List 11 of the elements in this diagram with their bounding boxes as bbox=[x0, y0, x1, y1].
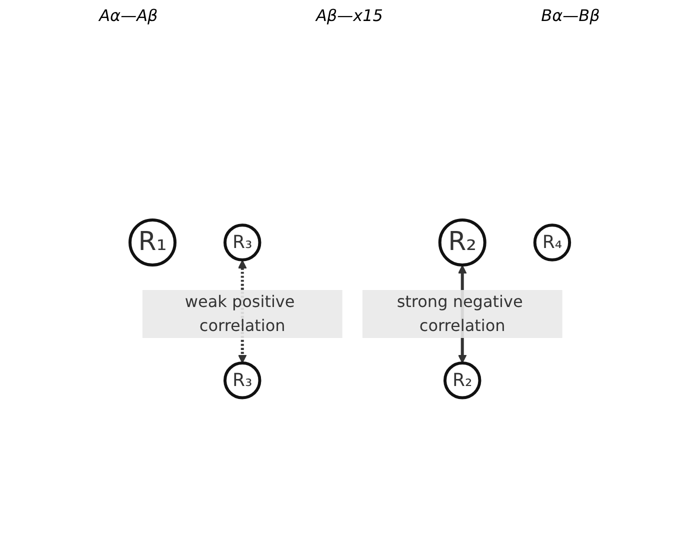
node-circle: R₄ bbox=[533, 224, 571, 262]
edge-label: weak positive correlation bbox=[184, 292, 294, 336]
edge-label: strong negative correlation bbox=[396, 292, 522, 336]
node-circle: R₃ bbox=[223, 362, 261, 400]
node-circle: R₃ bbox=[223, 224, 261, 262]
group-label: Bα—Bβ bbox=[541, 6, 600, 27]
node-circle: R₂ bbox=[438, 218, 486, 267]
group-label: Aβ—x15 bbox=[316, 6, 383, 27]
node-circle: R₂ bbox=[443, 362, 481, 400]
node-circle: R₁ bbox=[128, 218, 176, 267]
group-label: Aα—Aβ bbox=[99, 6, 158, 27]
